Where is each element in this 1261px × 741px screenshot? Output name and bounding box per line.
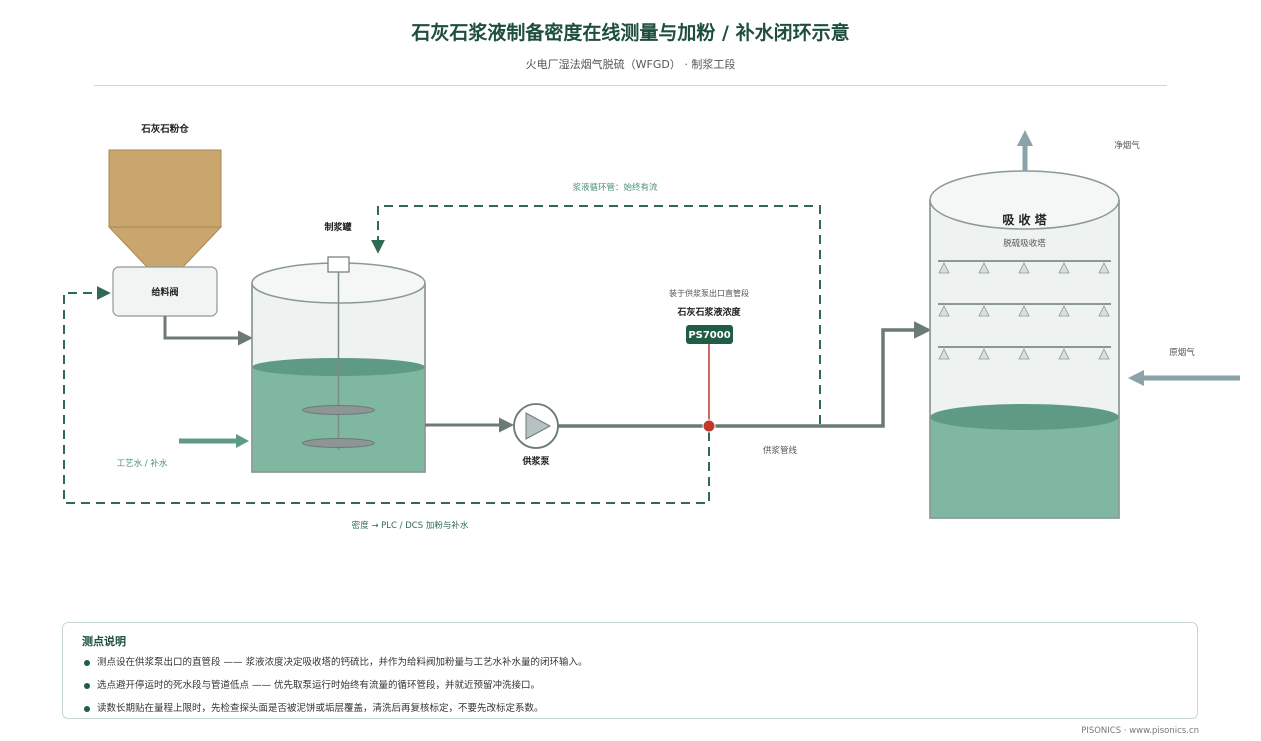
list-item: 选点避开停运时的死水段与管道低点 —— 优先取泵运行时始终有流量的循环管段，并就… — [84, 680, 588, 703]
page-title: 石灰石浆液制备密度在线测量与加粉 / 补水闭环示意 — [411, 22, 850, 44]
header-divider — [94, 85, 1167, 86]
tank-agitator — [302, 256, 375, 450]
raw-gas-arrow — [1128, 370, 1240, 386]
spray-header-1 — [938, 260, 1111, 274]
note-text: 测点设在供浆泵出口的直管段 —— 浆液浓度决定吸收塔的钙硫比，并作为给料阀加粉量… — [97, 657, 588, 668]
sensor-tag: PS7000 — [688, 330, 730, 341]
supply-pipeline — [558, 321, 932, 428]
absorber-label: 吸 收 塔 — [1002, 212, 1047, 227]
supply-pump[interactable] — [513, 403, 559, 449]
spray-header-2 — [938, 303, 1111, 317]
list-item: 读数长期贴在量程上限时，先检查探头面是否被泥饼或垢层覆盖，清洗后再复核标定，不要… — [84, 703, 588, 726]
page-subtitle: 火电厂湿法烟气脱硫（WFGD） · 制浆工段 — [525, 58, 736, 71]
raw-gas-label: 原烟气 — [1169, 347, 1195, 358]
notes-list: 测点设在供浆泵出口的直管段 —— 浆液浓度决定吸收塔的钙硫比，并作为给料阀加粉量… — [84, 657, 588, 726]
recirculation-loop — [371, 205, 821, 424]
notes-title: 测点说明 — [82, 635, 126, 648]
clean-gas-label: 净烟气 — [1114, 140, 1140, 151]
process-water-label: 工艺水 / 补水 — [117, 458, 168, 469]
supply-line-label: 供浆管线 — [763, 445, 798, 456]
feeder-label: 给料阀 — [151, 286, 178, 298]
sensor-point[interactable] — [702, 419, 716, 433]
measurement-notes-panel: 测点说明 测点设在供浆泵出口的直管段 —— 浆液浓度决定吸收塔的钙硫比，并作为给… — [62, 622, 1198, 719]
limestone-silo — [107, 149, 223, 268]
control-loop-label: 密度 → PLC / DCS 加粉与补水 — [352, 520, 469, 531]
note-text: 读数长期贴在量程上限时，先检查探头面是否被泥饼或垢层覆盖，清洗后再复核标定，不要… — [97, 703, 544, 714]
pump-label: 供浆泵 — [521, 455, 550, 467]
powder-feed-pipe — [163, 316, 253, 346]
tank-label: 制浆罐 — [324, 221, 351, 233]
note-text: 选点避开停运时的死水段与管道低点 —— 优先取泵运行时始终有流量的循环管段，并就… — [97, 680, 541, 691]
clean-gas-arrow — [1017, 130, 1033, 171]
list-item: 测点设在供浆泵出口的直管段 —— 浆液浓度决定吸收塔的钙硫比，并作为给料阀加粉量… — [84, 657, 588, 680]
process-diagram: 石灰石粉仓 给料阀 制浆罐 工艺水 / 补水 供浆泵 供浆管线 浆液循环管：始终… — [63, 123, 1240, 531]
bullet-icon — [84, 660, 90, 666]
silo-label: 石灰石粉仓 — [140, 123, 189, 135]
bullet-icon — [84, 683, 90, 689]
recirc-label: 浆液循环管：始终有流 — [572, 182, 658, 193]
bullet-icon — [84, 706, 90, 712]
sensor-tag-badge[interactable] — [686, 325, 733, 344]
sensor-name: 石灰石浆液浓度 — [676, 306, 741, 318]
spray-header-3 — [938, 346, 1111, 360]
control-loop — [63, 286, 710, 504]
absorber-sublabel: 脱硫吸收塔 — [1003, 238, 1046, 249]
footer-brand: PISONICS · www.pisonics.cn — [1081, 726, 1199, 736]
sensor-note: 装于供浆泵出口直管段 — [669, 288, 749, 298]
